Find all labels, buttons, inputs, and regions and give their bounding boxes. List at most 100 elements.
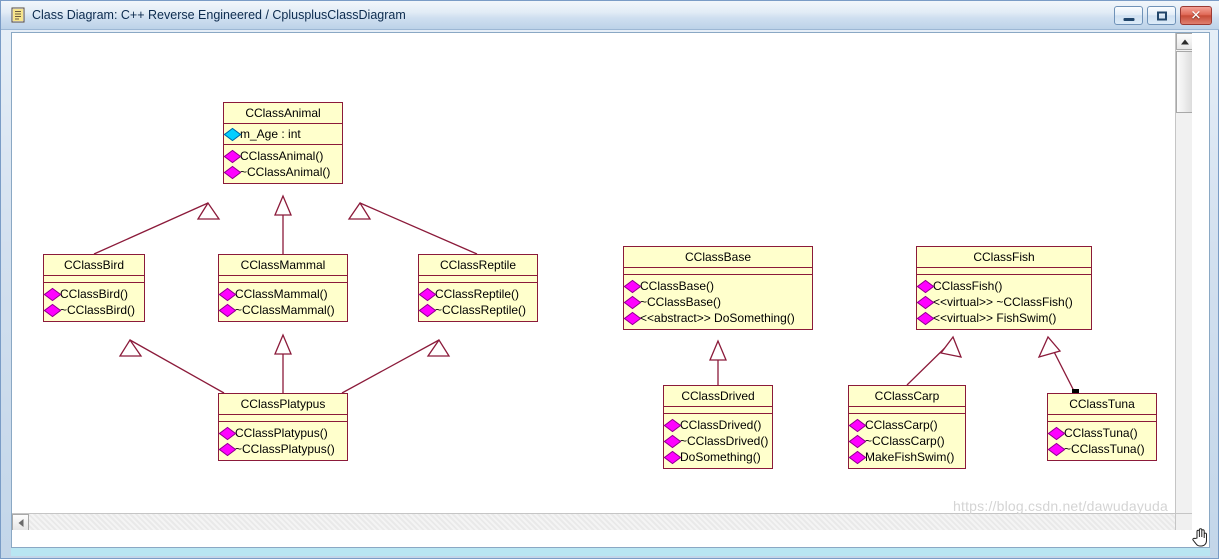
maximize-icon	[1156, 11, 1167, 20]
operation-label: DoSomething()	[680, 450, 761, 464]
operation-row: CClassBase()	[623, 278, 809, 294]
minimize-button[interactable]	[1114, 6, 1143, 25]
public-visibility-icon	[848, 450, 867, 464]
operation-row: ~CClassCarp()	[848, 433, 962, 449]
class-operations: CClassMammal() ~CClassMammal()	[218, 283, 347, 321]
chevron-left-icon	[18, 518, 23, 527]
operation-row: ~CClassDrived()	[663, 433, 769, 449]
class-operations: CClassCarp() ~CClassCarp() MakeFishSwim(…	[848, 414, 965, 468]
class-name: CClassTuna	[1048, 394, 1156, 415]
operation-row: CClassCarp()	[848, 417, 962, 433]
operation-row: CClassFish()	[916, 278, 1088, 294]
operation-row: CClassMammal()	[218, 286, 344, 302]
maximize-button[interactable]	[1147, 6, 1176, 25]
class-attributes	[219, 276, 347, 283]
operation-label: CClassAnimal()	[240, 149, 324, 163]
operation-label: ~CClassDrived()	[680, 434, 769, 448]
class-operations: CClassPlatypus() ~CClassPlatypus()	[218, 422, 347, 460]
class-attributes	[624, 268, 812, 275]
operation-row: <<virtual>> ~CClassFish()	[916, 294, 1088, 310]
public-visibility-icon	[848, 418, 867, 432]
class-attributes	[1048, 415, 1156, 422]
class-box-cclassfish[interactable]: CClassFish CClassFish() <<virtual>> ~CCl…	[916, 246, 1092, 330]
horizontal-scrollbar[interactable]	[12, 513, 1192, 530]
class-name: CClassBird	[44, 255, 144, 276]
class-box-cclasscarp[interactable]: CClassCarp CClassCarp() ~CClassCarp() Ma…	[848, 385, 966, 469]
operation-label: CClassTuna()	[1064, 426, 1138, 440]
class-box-cclassbase[interactable]: CClassBase CClassBase() ~CClassBase() <<…	[623, 246, 813, 330]
class-operations: CClassTuna() ~CClassTuna()	[1047, 422, 1156, 460]
class-operations: CClassFish() <<virtual>> ~CClassFish() <…	[916, 275, 1091, 329]
class-attributes	[419, 276, 537, 283]
operation-label: ~CClassMammal()	[235, 303, 335, 317]
operation-row: DoSomething()	[663, 449, 769, 465]
class-attributes	[664, 407, 772, 414]
vertical-scrollbar-thumb[interactable]	[1176, 51, 1192, 113]
window-title: Class Diagram: C++ Reverse Engineered / …	[32, 8, 406, 22]
public-visibility-icon	[916, 311, 935, 325]
class-name: CClassFish	[917, 247, 1091, 268]
generalization-platypus-bird	[129, 339, 225, 394]
public-visibility-icon	[663, 450, 682, 464]
class-box-cclassdrived[interactable]: CClassDrived CClassDrived() ~CClassDrive…	[663, 385, 773, 469]
operation-label: CClassFish()	[933, 279, 1003, 293]
public-visibility-icon	[623, 295, 642, 309]
class-attributes	[44, 276, 144, 283]
class-box-cclassreptile[interactable]: CClassReptile CClassReptile() ~CClassRep…	[418, 254, 538, 322]
operation-row: CClassDrived()	[663, 417, 769, 433]
attribute-label: m_Age : int	[240, 127, 301, 141]
class-name: CClassMammal	[219, 255, 347, 276]
public-visibility-icon	[916, 295, 935, 309]
title-bar: Class Diagram: C++ Reverse Engineered / …	[1, 1, 1219, 30]
minimize-icon	[1123, 17, 1134, 21]
operation-label: ~CClassBase()	[640, 295, 722, 309]
arrowhead-bird-animal	[196, 201, 221, 220]
scroll-left-button[interactable]	[12, 514, 29, 530]
class-name: CClassBase	[624, 247, 812, 268]
public-visibility-icon	[418, 287, 437, 301]
vertical-scrollbar[interactable]	[1175, 33, 1192, 530]
class-box-cclassplatypus[interactable]: CClassPlatypus CClassPlatypus() ~CClassP…	[218, 393, 348, 461]
class-operations: CClassDrived() ~CClassDrived() DoSomethi…	[663, 414, 772, 468]
public-visibility-icon	[218, 287, 237, 301]
protected-visibility-icon	[223, 127, 242, 141]
public-visibility-icon	[623, 311, 642, 325]
scroll-up-button[interactable]	[1176, 33, 1192, 50]
operation-label: MakeFishSwim()	[865, 450, 955, 464]
close-button[interactable]: ✕	[1180, 6, 1212, 25]
class-box-cclassmammal[interactable]: CClassMammal CClassMammal() ~CClassMamma…	[218, 254, 348, 322]
public-visibility-icon	[218, 303, 237, 317]
diagram-canvas[interactable]: CClassAnimal m_Age : int CClassAnimal() …	[12, 33, 1192, 530]
operation-label: <<virtual>> FishSwim()	[933, 311, 1057, 325]
selection-handle-tuna-end[interactable]	[1072, 389, 1079, 396]
class-name: CClassReptile	[419, 255, 537, 276]
public-visibility-icon	[623, 279, 642, 293]
operation-label: CClassBase()	[640, 279, 715, 293]
arrowhead-tuna-fish	[1037, 335, 1062, 359]
class-box-cclassanimal[interactable]: CClassAnimal m_Age : int CClassAnimal() …	[223, 102, 343, 184]
watermark-text: https://blog.csdn.net/dawudayuda	[953, 498, 1168, 514]
class-box-cclasstuna[interactable]: CClassTuna CClassTuna() ~CClassTuna()	[1047, 393, 1157, 461]
generalization-reptile-animal	[359, 202, 478, 255]
operation-label: ~CClassBird()	[60, 303, 136, 317]
generalization-tuna-fish	[1047, 339, 1076, 394]
operation-label: ~CClassPlatypus()	[235, 442, 335, 456]
class-box-cclassbird[interactable]: CClassBird CClassBird() ~CClassBird()	[43, 254, 145, 322]
operation-label: CClassCarp()	[865, 418, 938, 432]
arrowhead-platypus-bird	[118, 338, 143, 357]
operation-label: CClassDrived()	[680, 418, 762, 432]
operation-row: CClassPlatypus()	[218, 425, 344, 441]
public-visibility-icon	[223, 165, 242, 179]
arrowhead-mammal-animal	[274, 194, 292, 216]
operation-row: ~CClassReptile()	[418, 302, 534, 318]
class-operations: CClassBird() ~CClassBird()	[43, 283, 144, 321]
operation-label: ~CClassReptile()	[435, 303, 527, 317]
class-name: CClassDrived	[664, 386, 772, 407]
arrowhead-carp-fish	[939, 335, 963, 358]
close-icon: ✕	[1190, 8, 1202, 23]
operation-row: ~CClassPlatypus()	[218, 441, 344, 457]
operation-row: <<abstract>> DoSomething()	[623, 310, 809, 326]
operation-row: <<virtual>> FishSwim()	[916, 310, 1088, 326]
operation-row: ~CClassBird()	[43, 302, 141, 318]
class-operations: CClassBase() ~CClassBase() <<abstract>> …	[623, 275, 812, 329]
